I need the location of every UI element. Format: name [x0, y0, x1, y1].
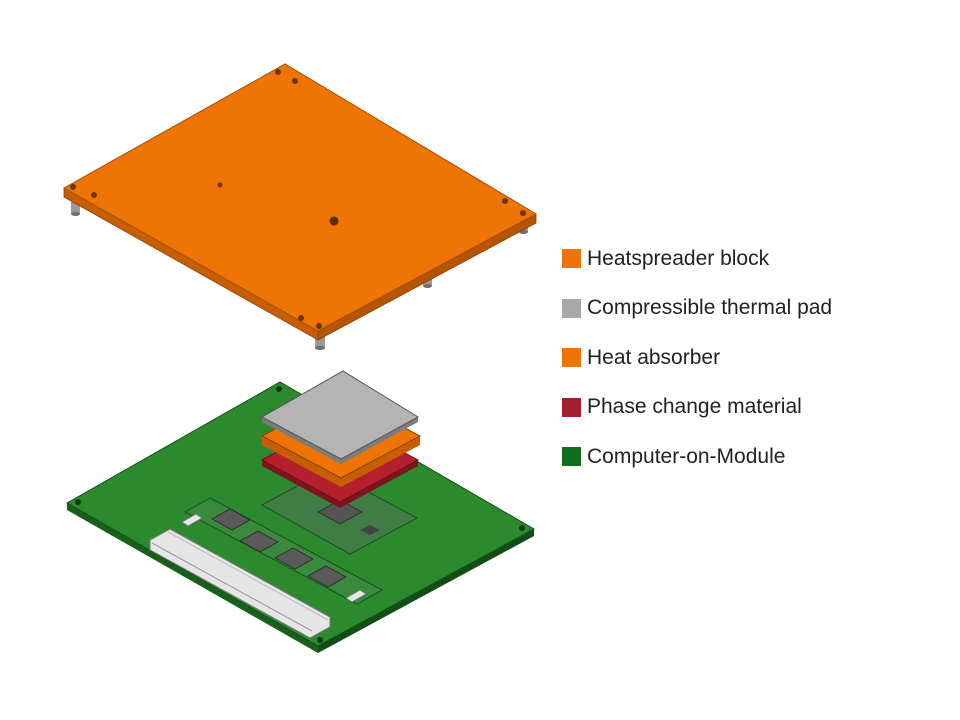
mounting-hole-icon	[316, 323, 322, 329]
legend-swatch	[562, 447, 581, 467]
mounting-hole-icon	[75, 499, 81, 505]
mounting-hole-icon	[70, 184, 76, 190]
mounting-hole-icon	[520, 210, 526, 216]
memory-chip-icon	[239, 530, 279, 553]
legend-item-com: Computer-on-Module	[562, 432, 942, 482]
legend-label: Compressible thermal pad	[587, 296, 833, 320]
memory-chip-icon	[211, 508, 251, 531]
board-side-right	[318, 529, 534, 653]
connector-icon	[149, 513, 367, 639]
computer-on-module	[65, 381, 536, 653]
mounting-hole-icon	[298, 315, 304, 321]
legend-swatch	[562, 298, 581, 318]
standoff-icon	[315, 333, 325, 350]
legend-item-heatspreader: Heatspreader block	[562, 234, 942, 284]
small-chip	[360, 525, 380, 535]
mounting-hole-icon	[91, 192, 97, 198]
mounting-hole-icon	[519, 525, 525, 531]
mounting-hole-icon	[292, 78, 298, 84]
legend-swatch	[562, 397, 581, 417]
heatspreader-block	[62, 63, 538, 350]
mounting-hole-icon	[217, 182, 223, 188]
board-side-left	[67, 503, 318, 653]
mounting-hole-icon	[275, 69, 281, 75]
mounting-hole-icon	[276, 386, 282, 392]
legend-item-phase-change: Phase change material	[562, 383, 942, 433]
legend-swatch	[562, 348, 581, 368]
heatspreader-top	[62, 63, 538, 332]
memory-chip-icon	[274, 547, 314, 570]
legend-label: Heatspreader block	[587, 246, 770, 270]
legend-item-thermal-pad: Compressible thermal pad	[562, 284, 942, 334]
legend: Heatspreader block Compressible thermal …	[562, 234, 942, 482]
mounting-hole-icon	[317, 637, 323, 643]
legend-item-heat-absorber: Heat absorber	[562, 333, 942, 383]
legend-label: Computer-on-Module	[587, 444, 786, 468]
mounting-hole-icon	[329, 216, 339, 226]
mounting-hole-icon	[502, 198, 508, 204]
legend-swatch	[562, 249, 581, 269]
memory-chip-icon	[307, 565, 347, 588]
standoff-icon	[71, 196, 80, 216]
legend-label: Heat absorber	[587, 345, 721, 369]
legend-label: Phase change material	[587, 395, 802, 419]
compressible-thermal-pad	[260, 370, 419, 464]
